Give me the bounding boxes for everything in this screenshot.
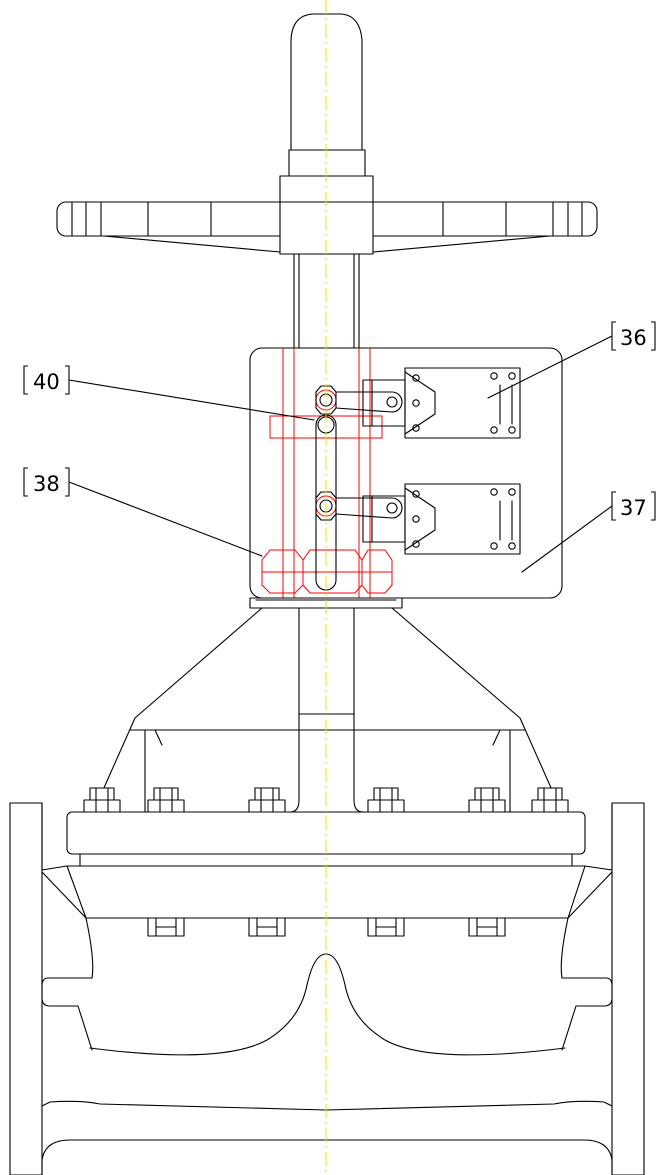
yoke	[102, 607, 553, 813]
callout-37: 37	[521, 491, 656, 573]
flange-bolts-bottom	[147, 917, 506, 937]
callout-36-label: 36	[620, 326, 647, 350]
callout-38-label: 38	[33, 472, 60, 496]
valve-body	[9, 802, 645, 1175]
flange-bolts-top	[83, 787, 569, 813]
callout-38: 38	[23, 467, 263, 557]
callout-36: 36	[487, 321, 656, 399]
limit-switch-lower	[362, 483, 521, 555]
callout-40-label: 40	[33, 370, 60, 394]
callout-40: 40	[23, 365, 315, 421]
limit-switch-upper	[362, 367, 521, 439]
callout-37-label: 37	[620, 496, 647, 520]
handwheel[interactable]	[56, 201, 598, 255]
stem	[293, 253, 360, 349]
